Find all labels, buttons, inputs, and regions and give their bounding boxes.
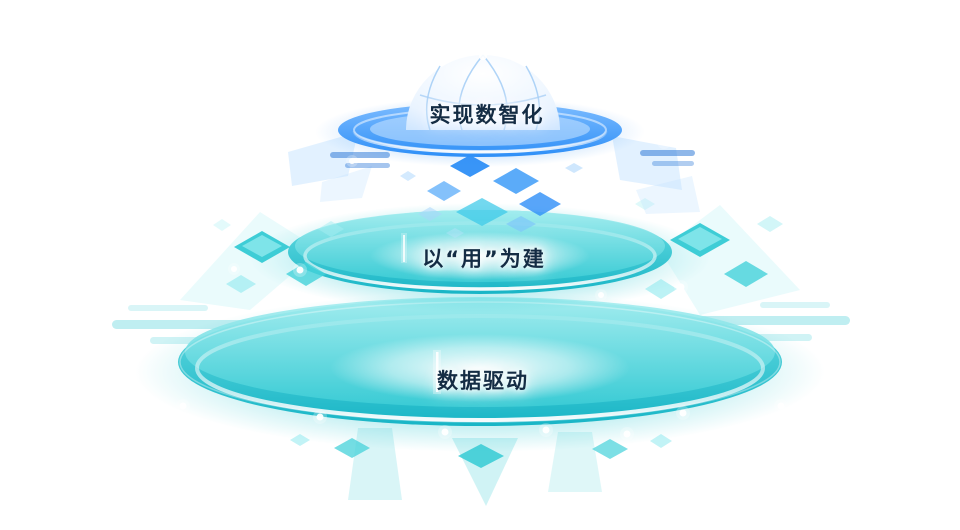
light-beams — [401, 233, 441, 394]
middle-platform — [180, 203, 800, 315]
layer-top-label: 实现数智化 — [429, 103, 545, 127]
top-dome — [406, 52, 560, 131]
bottom-platform — [112, 292, 850, 452]
top-right-wing — [612, 136, 700, 214]
right-diamond-cluster — [635, 198, 783, 299]
middle-left-mist — [180, 212, 320, 310]
left-diamond-cluster — [213, 219, 344, 293]
top-platform-front-ring — [352, 130, 608, 154]
edge-dots — [176, 129, 788, 441]
layer-bottom-label: 数据驱动 — [437, 369, 529, 393]
bottom-decorations — [290, 428, 672, 506]
layer-middle-label: 以“用”为建 — [422, 247, 546, 271]
middle-right-mist — [660, 205, 800, 315]
